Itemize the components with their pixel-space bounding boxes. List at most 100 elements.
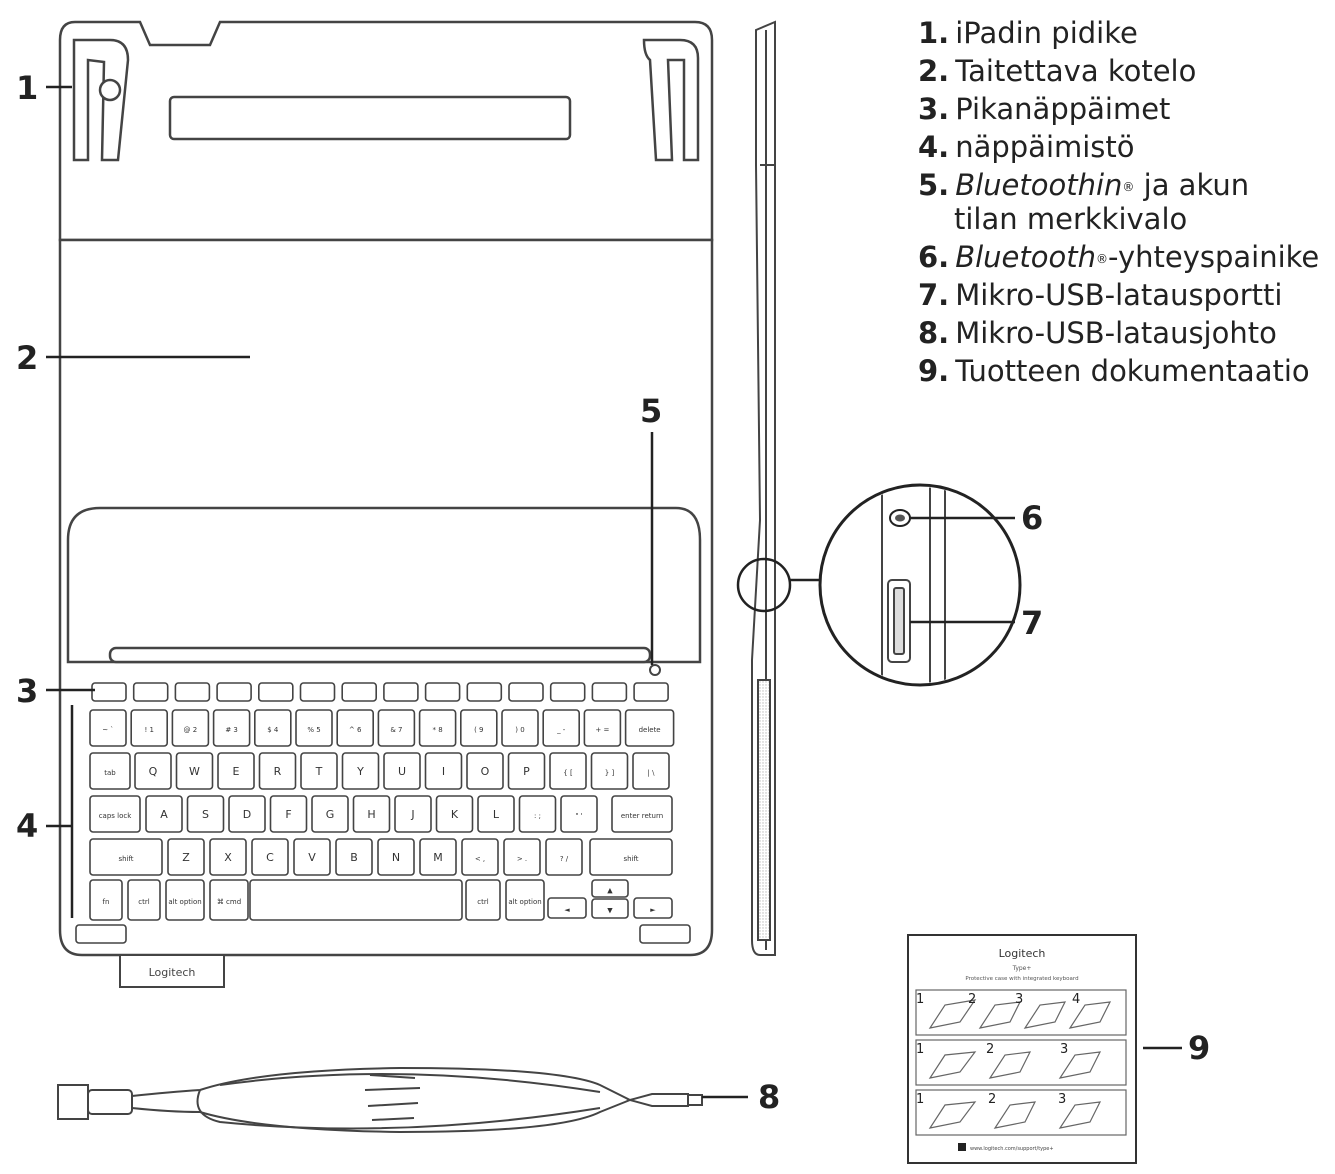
key-5[interactable]: B — [335, 838, 373, 876]
key-2[interactable]: S — [186, 795, 225, 833]
key-8[interactable]: K — [435, 795, 474, 833]
svg-text:2: 2 — [986, 1042, 994, 1057]
key-i[interactable]: I — [424, 752, 463, 790]
shortcut-key-11[interactable] — [508, 682, 544, 702]
key-| \[interactable]: | \ — [632, 752, 670, 790]
svg-text:2: 2 — [968, 992, 976, 1007]
key-arrow-up[interactable]: ▲ — [591, 879, 629, 898]
key-arrow-right[interactable]: ► — [633, 897, 673, 919]
key-1[interactable]: A — [145, 795, 183, 833]
key-label: ! 1 — [144, 726, 154, 734]
key-10[interactable]: ) 0 — [501, 709, 539, 747]
key-label: E — [233, 765, 240, 778]
shortcut-key-9[interactable] — [424, 682, 461, 702]
svg-text:1: 1 — [916, 1042, 924, 1057]
key-6[interactable]: H — [352, 795, 391, 833]
shortcut-key-8[interactable] — [383, 682, 419, 702]
key-r[interactable]: R — [258, 752, 297, 790]
logitech-logo-text: Logitech — [149, 966, 196, 979]
key-mod-3[interactable]: ⌘ cmd — [209, 879, 249, 921]
key-1[interactable]: ! 1 — [130, 709, 168, 747]
key-8[interactable]: < , — [461, 838, 499, 876]
key-mod-6[interactable]: alt option — [505, 879, 545, 921]
key-2[interactable]: X — [209, 838, 247, 876]
key-label: ctrl — [138, 898, 149, 906]
shortcut-key-5[interactable] — [257, 682, 294, 702]
key-mod-1[interactable]: ctrl — [127, 879, 161, 921]
key-10[interactable]: ? / — [545, 838, 583, 876]
key-0[interactable]: ~ ` — [89, 709, 127, 747]
key-label: } ] — [605, 769, 615, 777]
callout-2: 2 — [16, 339, 39, 377]
shortcut-key-10[interactable] — [466, 682, 503, 702]
key-8[interactable]: * 8 — [418, 709, 457, 747]
key-enter[interactable]: enter return — [611, 795, 673, 833]
callout-8: 8 — [758, 1078, 781, 1116]
callout-6: 6 — [1021, 499, 1044, 537]
key-{ [[interactable]: { [ — [549, 752, 587, 790]
key-caps-lock[interactable]: caps lock — [89, 795, 141, 833]
key-3[interactable]: # 3 — [212, 709, 251, 747]
key-9[interactable]: > . — [503, 838, 541, 876]
key-arrow-down[interactable]: ▼ — [591, 898, 629, 919]
key-label: | \ — [648, 769, 656, 777]
key-5[interactable]: G — [311, 795, 349, 833]
legend-item-8: 8.Mikro-USB-latausjohto — [918, 316, 1277, 350]
key-6[interactable]: N — [377, 838, 415, 876]
key-y[interactable]: Y — [341, 752, 380, 790]
shortcut-key-3[interactable] — [174, 682, 211, 702]
shortcut-key-6[interactable] — [299, 682, 336, 702]
key-} ][interactable]: } ] — [590, 752, 629, 790]
case-foot-left[interactable] — [75, 924, 127, 944]
key-label: shift — [623, 855, 638, 863]
key-u[interactable]: U — [383, 752, 421, 790]
key-11[interactable]: " ' — [560, 795, 598, 833]
key-label: T — [315, 765, 323, 778]
key-mod-2[interactable]: alt option — [165, 879, 205, 921]
key-6[interactable]: ^ 6 — [336, 709, 375, 747]
key-4[interactable]: $ 4 — [254, 709, 292, 747]
key-o[interactable]: O — [466, 752, 504, 790]
key-7[interactable]: M — [419, 838, 457, 876]
logitech-tab: Logitech — [119, 954, 225, 988]
key-3[interactable]: D — [228, 795, 266, 833]
key-7[interactable]: J — [394, 795, 432, 833]
key-p[interactable]: P — [507, 752, 546, 790]
key-tab[interactable]: tab — [89, 752, 131, 790]
key-t[interactable]: T — [300, 752, 338, 790]
case-foot-right[interactable] — [639, 924, 691, 944]
key-q[interactable]: Q — [134, 752, 172, 790]
key-label: ( 9 — [474, 726, 483, 734]
key-3[interactable]: C — [251, 838, 289, 876]
key-9[interactable]: L — [477, 795, 515, 833]
shortcut-key-7[interactable] — [341, 682, 378, 702]
key-10[interactable]: : ; — [518, 795, 557, 833]
shortcut-key-1[interactable] — [91, 682, 127, 702]
key-5[interactable]: % 5 — [295, 709, 333, 747]
key-11[interactable]: _ - — [542, 709, 581, 747]
shortcut-key-12[interactable] — [549, 682, 586, 702]
key-13[interactable]: delete — [624, 709, 675, 747]
key-shift-right[interactable]: shift — [589, 838, 673, 876]
key-label: + = — [595, 726, 609, 734]
key-arrow-left[interactable]: ◄ — [547, 897, 587, 919]
key-e[interactable]: E — [217, 752, 255, 790]
key-12[interactable]: + = — [583, 709, 622, 747]
shortcut-key-4[interactable] — [216, 682, 252, 702]
shortcut-key-13[interactable] — [591, 682, 628, 702]
shortcut-key-2[interactable] — [132, 682, 169, 702]
key-4[interactable]: F — [269, 795, 308, 833]
key-1[interactable]: Z — [167, 838, 205, 876]
key-9[interactable]: ( 9 — [459, 709, 498, 747]
shortcut-key-14[interactable] — [633, 682, 669, 702]
key-shift-left[interactable]: shift — [89, 838, 163, 876]
key-label: ◄ — [564, 906, 570, 914]
key-mod-5[interactable]: ctrl — [465, 879, 501, 921]
key-7[interactable]: & 7 — [377, 709, 416, 747]
key-2[interactable]: @ 2 — [171, 709, 210, 747]
key-space[interactable] — [249, 879, 463, 921]
key-w[interactable]: W — [175, 752, 214, 790]
key-4[interactable]: V — [293, 838, 331, 876]
svg-text:3: 3 — [1015, 992, 1023, 1007]
key-mod-0[interactable]: fn — [89, 879, 123, 921]
